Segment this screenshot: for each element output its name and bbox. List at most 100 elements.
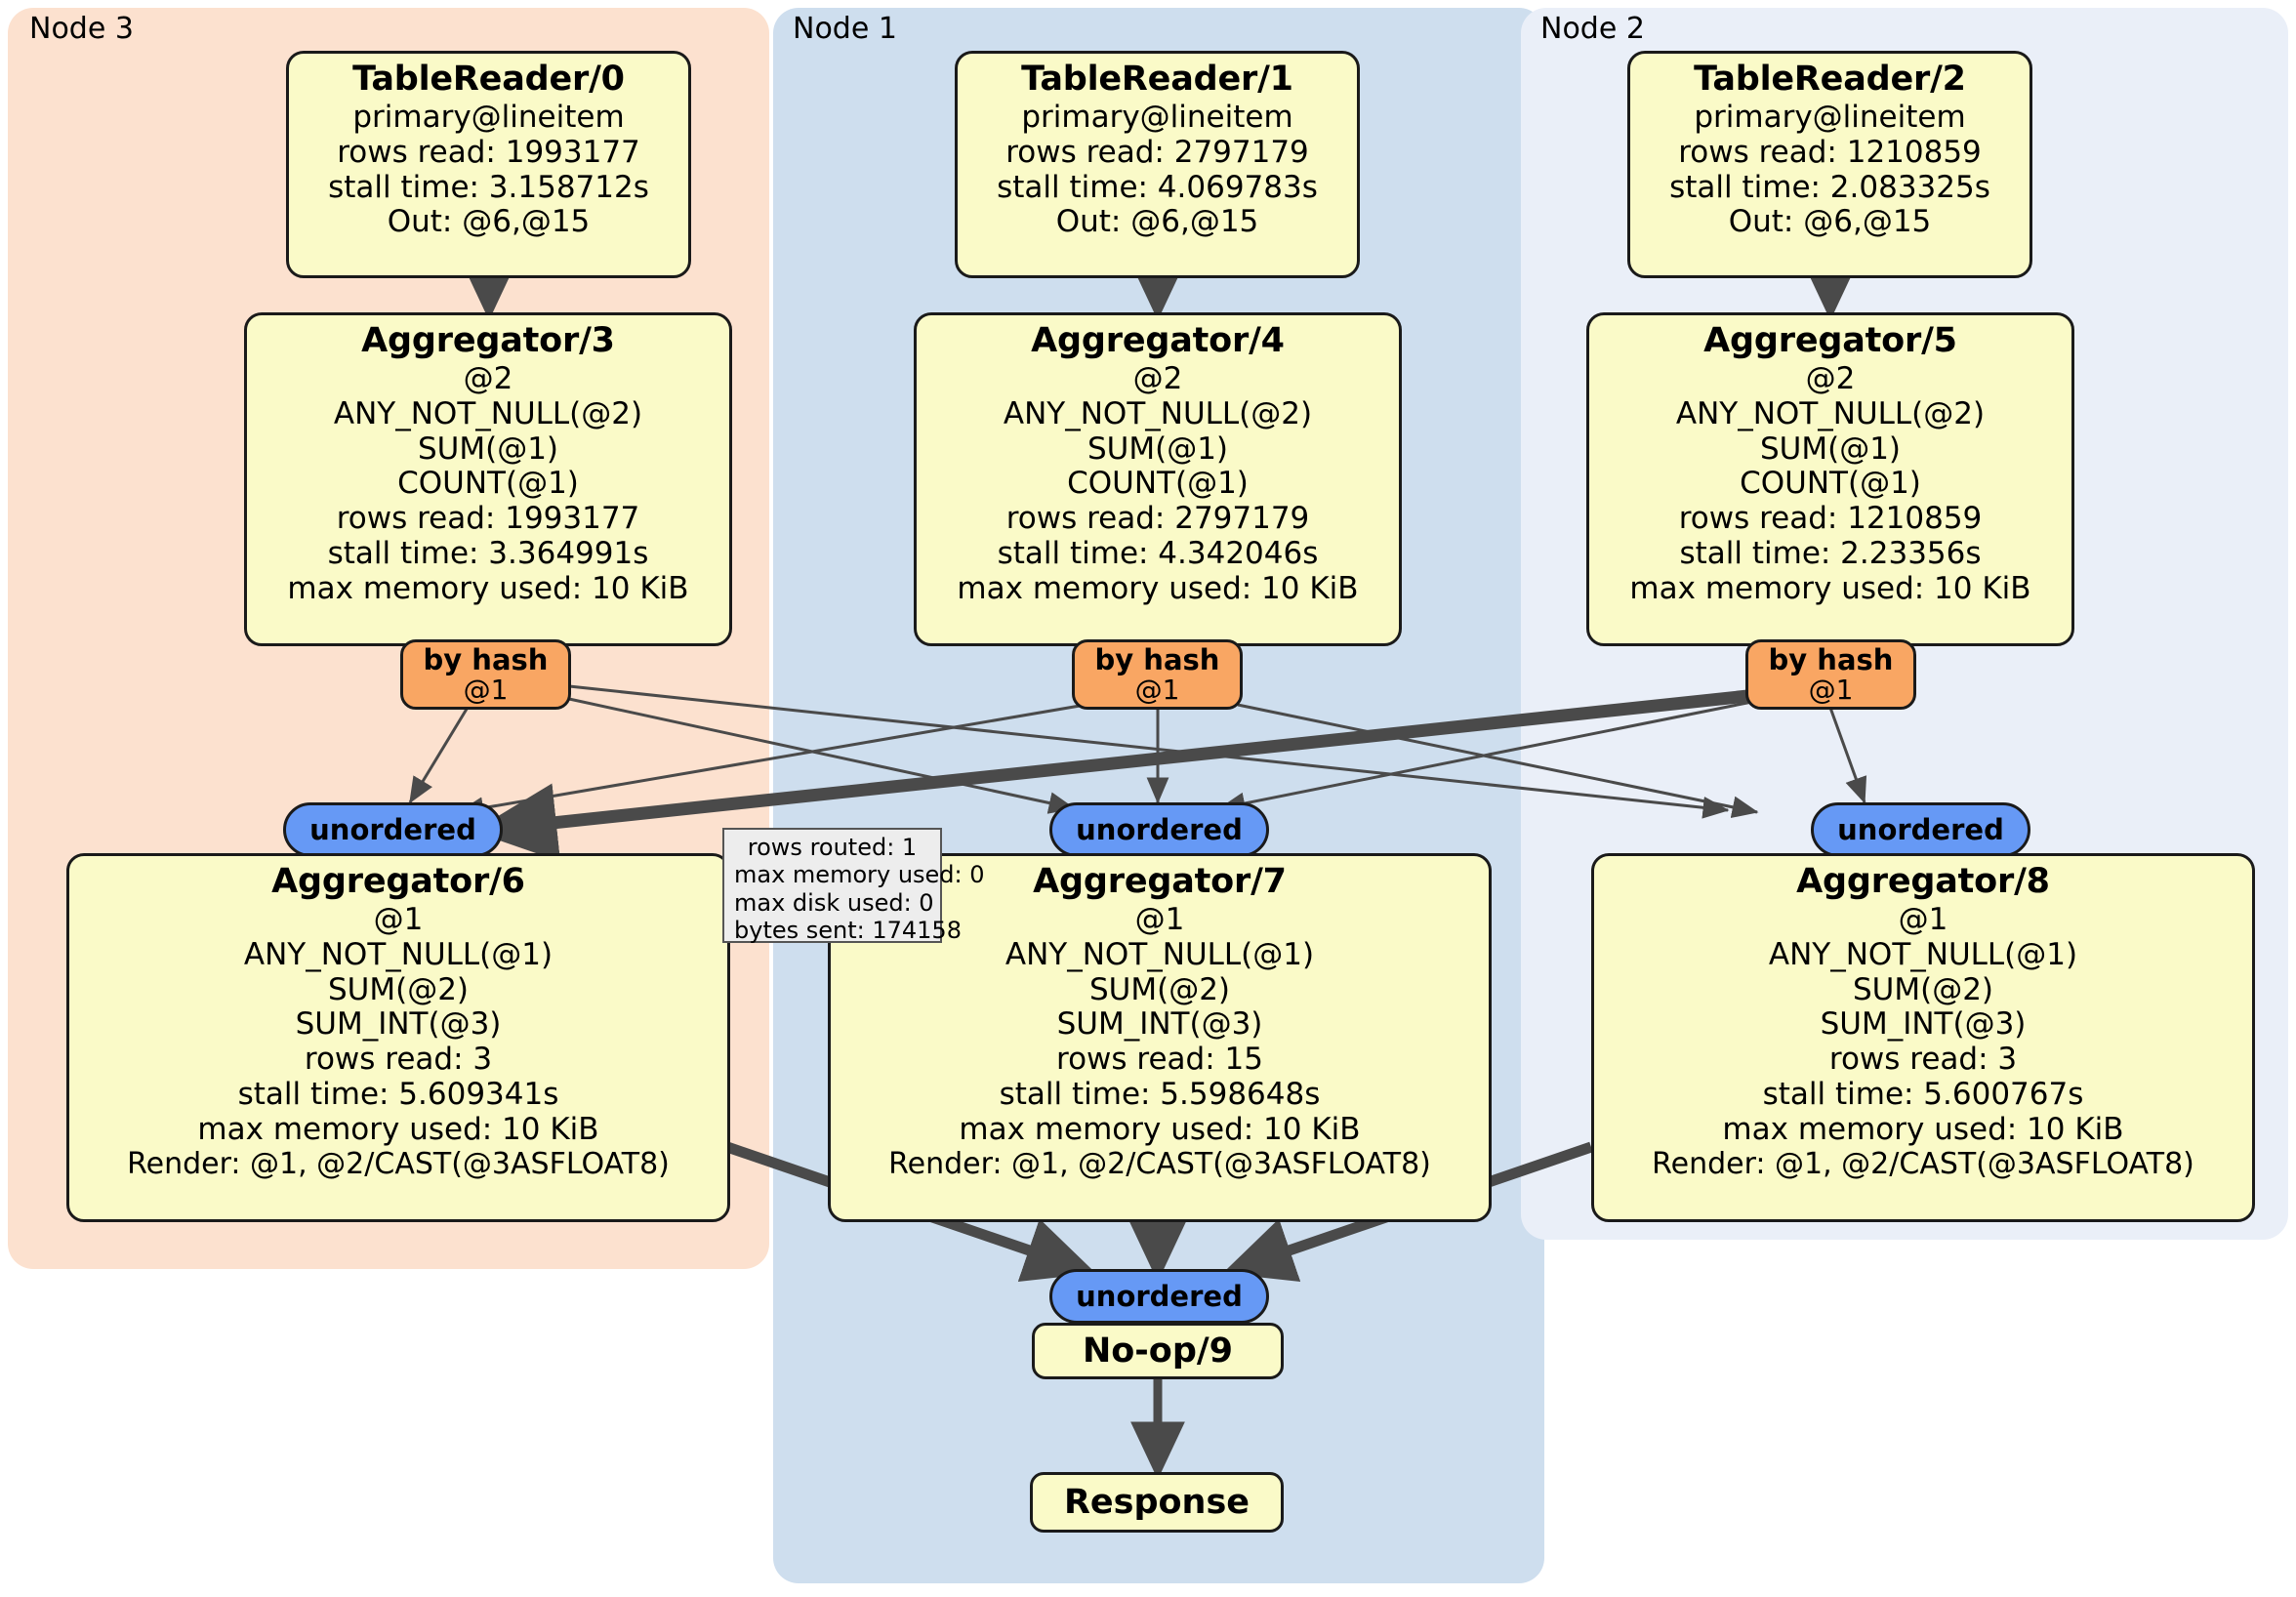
node-aggregator-4[interactable]: Aggregator/4 @2 ANY_NOT_NULL(@2) SUM(@1)… xyxy=(914,312,1402,646)
node-title: Response xyxy=(1063,1483,1250,1522)
router-column: @1 xyxy=(463,673,509,706)
node-detail: primary@lineitem xyxy=(1021,99,1293,135)
node-render-detail: Render: @1, @2/CAST(@3ASFLOAT8) xyxy=(888,1147,1431,1182)
node-aggregator-8[interactable]: Aggregator/8 @1 ANY_NOT_NULL(@1) SUM(@2)… xyxy=(1591,853,2255,1222)
node-detail: SUM_INT(@3) xyxy=(1056,1006,1263,1043)
node-render-detail: Render: @1, @2/CAST(@3ASFLOAT8) xyxy=(1652,1147,2194,1182)
node-detail: ANY_NOT_NULL(@2) xyxy=(333,395,643,431)
node-detail: @2 xyxy=(1805,360,1856,396)
node-detail: @1 xyxy=(373,901,424,937)
node-detail: ANY_NOT_NULL(@2) xyxy=(1675,395,1986,431)
node-detail: ANY_NOT_NULL(@2) xyxy=(1003,395,1313,431)
node-detail: max memory used: 10 KiB xyxy=(1629,571,2031,607)
router-by-hash-4[interactable]: by hash @1 xyxy=(1072,639,1243,710)
node-detail: stall time: 5.609341s xyxy=(237,1077,559,1113)
node-title: TableReader/2 xyxy=(1694,60,1966,99)
node-title: No-op/9 xyxy=(1082,1331,1234,1371)
sync-unordered-left[interactable]: unordered xyxy=(283,802,503,857)
node-detail: max memory used: 10 KiB xyxy=(959,1112,1361,1148)
sync-unordered-middle[interactable]: unordered xyxy=(1049,802,1269,857)
node-detail: SUM(@1) xyxy=(1759,430,1902,467)
node-detail: SUM(@1) xyxy=(1086,430,1229,467)
node-response[interactable]: Response xyxy=(1030,1472,1284,1533)
node-detail: stall time: 2.083325s xyxy=(1669,169,1990,205)
router-label: by hash xyxy=(1768,643,1894,677)
node-detail: @2 xyxy=(463,360,513,396)
node-detail: rows read: 2797179 xyxy=(1005,134,1309,170)
node-detail: stall time: 4.342046s xyxy=(997,536,1319,572)
router-column: @1 xyxy=(1134,673,1180,706)
router-by-hash-3[interactable]: by hash @1 xyxy=(400,639,571,710)
router-by-hash-5[interactable]: by hash @1 xyxy=(1745,639,1916,710)
node-title: Aggregator/7 xyxy=(1033,862,1287,901)
node-detail: @2 xyxy=(1132,360,1183,396)
sync-unordered-final[interactable]: unordered xyxy=(1049,1269,1269,1324)
node-detail: stall time: 5.600767s xyxy=(1762,1077,2084,1113)
node-detail: rows read: 3 xyxy=(1828,1042,2018,1078)
sync-label: unordered xyxy=(1076,1279,1243,1313)
node-detail: rows read: 3 xyxy=(304,1042,493,1078)
node-detail: rows read: 1993177 xyxy=(336,501,640,537)
node-tablereader-0[interactable]: TableReader/0 primary@lineitem rows read… xyxy=(286,51,691,278)
node-detail: primary@lineitem xyxy=(352,99,625,135)
node-detail: SUM(@2) xyxy=(1852,971,1994,1007)
node-detail: max memory used: 10 KiB xyxy=(287,571,689,607)
node-detail: rows read: 2797179 xyxy=(1005,501,1310,537)
node-no-op-9[interactable]: No-op/9 xyxy=(1032,1323,1284,1379)
node-title: Aggregator/3 xyxy=(361,321,615,360)
node-detail: primary@lineitem xyxy=(1694,99,1966,135)
node-detail: max memory used: 10 KiB xyxy=(197,1112,599,1148)
tooltip-line: max disk used: 0 xyxy=(734,888,934,917)
node-detail: Out: @6,@15 xyxy=(1728,204,1932,240)
node-detail: Out: @6,@15 xyxy=(1055,204,1259,240)
node-detail: rows read: 15 xyxy=(1056,1042,1263,1078)
node-detail: COUNT(@1) xyxy=(1740,466,1921,502)
node-title: TableReader/0 xyxy=(352,60,625,99)
node-aggregator-6[interactable]: Aggregator/6 @1 ANY_NOT_NULL(@1) SUM(@2)… xyxy=(66,853,730,1222)
sync-unordered-right[interactable]: unordered xyxy=(1811,802,2030,857)
node-detail: SUM(@2) xyxy=(327,971,470,1007)
node-title: TableReader/1 xyxy=(1021,60,1293,99)
node-detail: @1 xyxy=(1898,901,1948,937)
sync-label: unordered xyxy=(309,812,476,846)
node-aggregator-5[interactable]: Aggregator/5 @2 ANY_NOT_NULL(@2) SUM(@1)… xyxy=(1586,312,2074,646)
node-title: Aggregator/8 xyxy=(1796,862,2050,901)
node-title: Aggregator/5 xyxy=(1703,321,1957,360)
cluster-label-node3: Node 3 xyxy=(29,12,134,46)
node-detail: COUNT(@1) xyxy=(1067,466,1249,502)
node-aggregator-3[interactable]: Aggregator/3 @2 ANY_NOT_NULL(@2) SUM(@1)… xyxy=(244,312,732,646)
node-detail: stall time: 5.598648s xyxy=(999,1077,1321,1113)
node-detail: rows read: 1210859 xyxy=(1678,134,1982,170)
router-column: @1 xyxy=(1808,673,1854,706)
node-title: Aggregator/4 xyxy=(1031,321,1285,360)
node-title: Aggregator/6 xyxy=(271,862,525,901)
node-detail: max memory used: 10 KiB xyxy=(957,571,1359,607)
node-tablereader-1[interactable]: TableReader/1 primary@lineitem rows read… xyxy=(955,51,1360,278)
cluster-label-node1: Node 1 xyxy=(793,12,897,46)
tooltip-line: bytes sent: 174158 xyxy=(734,916,962,944)
sync-label: unordered xyxy=(1076,812,1243,846)
router-label: by hash xyxy=(1094,643,1220,677)
node-detail: stall time: 3.364991s xyxy=(327,536,649,572)
node-render-detail: Render: @1, @2/CAST(@3ASFLOAT8) xyxy=(127,1147,670,1182)
edge-stats-tooltip: rows routed: 1 max memory used: 0 max di… xyxy=(722,828,985,944)
node-detail: SUM_INT(@3) xyxy=(295,1006,502,1043)
node-detail: max memory used: 10 KiB xyxy=(1722,1112,2124,1148)
node-detail: stall time: 4.069783s xyxy=(997,169,1318,205)
node-tablereader-2[interactable]: TableReader/2 primary@lineitem rows read… xyxy=(1627,51,2032,278)
node-detail: rows read: 1993177 xyxy=(337,134,640,170)
router-label: by hash xyxy=(423,643,549,677)
sync-label: unordered xyxy=(1837,812,2004,846)
node-detail: rows read: 1210859 xyxy=(1678,501,1983,537)
node-detail: ANY_NOT_NULL(@1) xyxy=(1004,936,1315,972)
node-detail: @1 xyxy=(1134,901,1185,937)
node-detail: ANY_NOT_NULL(@1) xyxy=(1768,936,2078,972)
tooltip-line: rows routed: 1 xyxy=(747,834,918,861)
tooltip-line: max memory used: 0 xyxy=(734,861,985,889)
node-detail: stall time: 3.158712s xyxy=(328,169,649,205)
cluster-label-node2: Node 2 xyxy=(1540,12,1645,46)
node-detail: Out: @6,@15 xyxy=(387,204,591,240)
node-detail: COUNT(@1) xyxy=(397,466,579,502)
node-detail: SUM_INT(@3) xyxy=(1820,1006,2027,1043)
